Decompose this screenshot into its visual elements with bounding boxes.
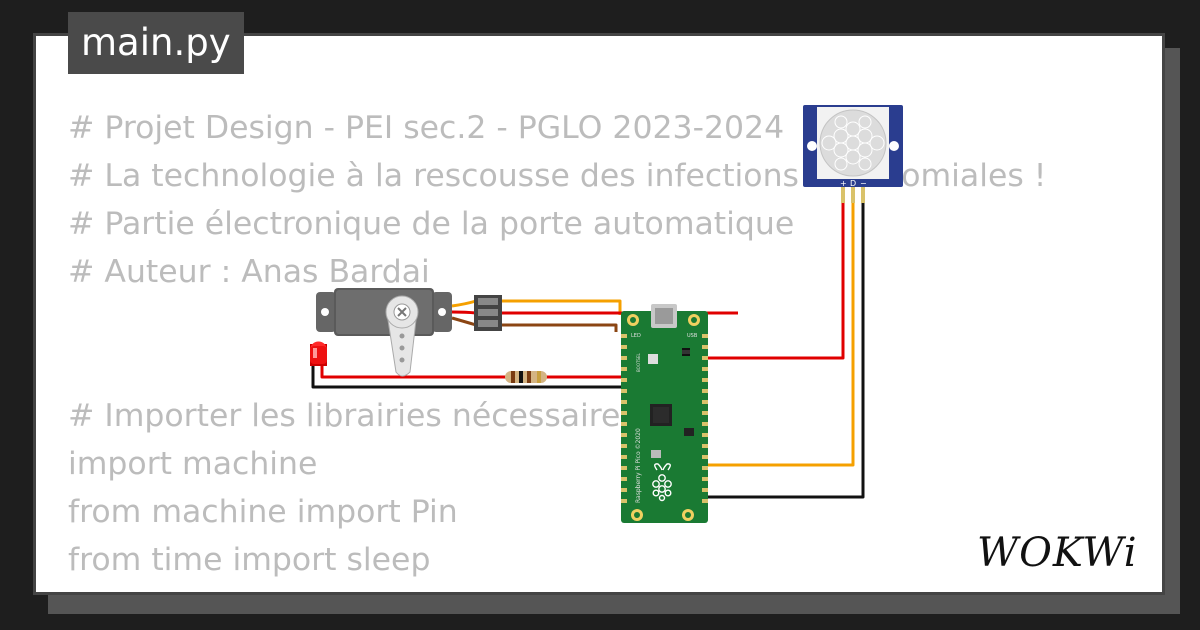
- pin-header-right: [702, 334, 708, 503]
- servo-signal-wire: [500, 299, 622, 315]
- resistor[interactable]: [505, 371, 547, 383]
- led-label: LED: [631, 333, 641, 339]
- code-line: # Importer les librairies nécessaires: [68, 398, 637, 434]
- wokwi-logo: WOKWi: [977, 530, 1138, 576]
- code-line: # Auteur : Anas Bardai: [68, 254, 430, 290]
- raspberry-pi-pico[interactable]: LED USB Raspberry Pi Pico ©2020 BOOTSEL: [621, 304, 708, 523]
- code-line: # Projet Design - PEI sec.2 - PGLO 2023-…: [68, 110, 785, 146]
- code-editor[interactable]: # Projet Design - PEI sec.2 - PGLO 2023-…: [68, 104, 1046, 584]
- pir-pin-plus: +: [840, 179, 847, 188]
- servo-ground-wire: [500, 323, 618, 332]
- code-line: import machine: [68, 446, 318, 482]
- red-led[interactable]: [310, 341, 327, 367]
- code-line: # Partie électronique de la porte automa…: [68, 206, 795, 242]
- pir-data-wire: [705, 192, 855, 467]
- wokwi-logo-text: WOKWi: [977, 530, 1138, 576]
- bootsel-label: BOOTSEL: [636, 353, 641, 372]
- pir-pin-minus: −: [860, 179, 867, 188]
- raspberry-logo: [652, 463, 672, 502]
- led-cathode-wire: [311, 366, 622, 389]
- code-line: # La technologie à la rescousse des infe…: [68, 158, 1047, 194]
- file-tab[interactable]: main.py: [68, 12, 244, 74]
- pir-motion-sensor[interactable]: + D −: [803, 105, 903, 203]
- code-line: from machine import Pin: [68, 494, 458, 530]
- led-anode-wire: [320, 366, 622, 379]
- usb-label: USB: [687, 333, 698, 339]
- pir-pin-data: D: [850, 179, 856, 188]
- code-line: from time import sleep: [68, 542, 431, 578]
- pir-power-wire: [705, 192, 845, 360]
- servo-motor[interactable]: [316, 288, 502, 377]
- board-label: Raspberry Pi Pico ©2020: [635, 428, 642, 503]
- pin-header-left: [621, 334, 627, 503]
- pir-dome-pattern: [821, 115, 885, 171]
- pir-ground-wire: [705, 192, 865, 499]
